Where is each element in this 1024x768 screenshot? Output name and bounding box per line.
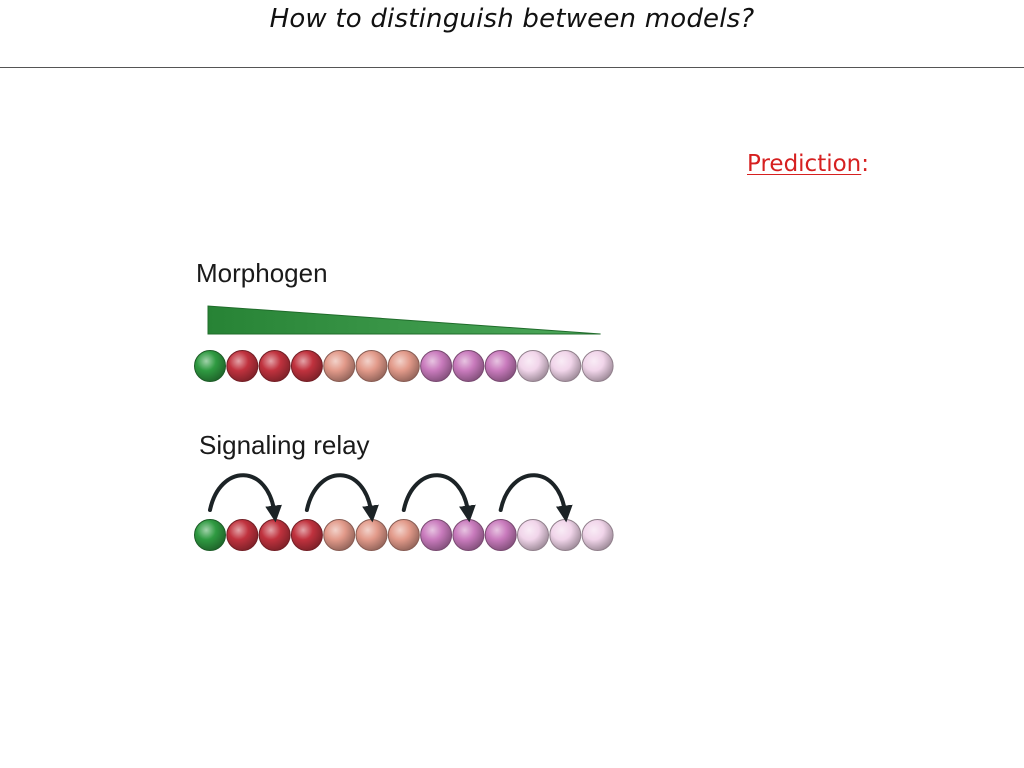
cell-violet	[484, 350, 517, 382]
relay-arrow	[208, 473, 282, 523]
cell-salmon	[387, 350, 420, 382]
cell-salmon	[355, 350, 388, 382]
cell-red	[226, 519, 259, 551]
cell-salmon	[323, 519, 356, 551]
relay-arrow	[304, 473, 379, 523]
signaling-relay-label: Signaling relay	[199, 430, 370, 460]
cell-salmon	[323, 350, 356, 382]
cell-violet	[484, 519, 517, 551]
slide-title: How to distinguish between models?	[269, 4, 755, 34]
cell-salmon	[387, 519, 420, 551]
relay-arrow	[498, 473, 573, 523]
prediction-label: Prediction	[747, 151, 862, 177]
cell-red	[258, 350, 291, 382]
morphogen-cell-row	[194, 350, 614, 382]
cell-green	[194, 519, 226, 551]
cell-red	[290, 519, 323, 551]
prediction-colon: :	[861, 151, 870, 177]
cell-pale-pink	[549, 350, 582, 382]
morphogen-gradient-wedge	[207, 305, 601, 335]
relay-arrow	[401, 473, 476, 523]
cell-violet	[420, 519, 453, 551]
cell-pale-pink	[517, 350, 549, 382]
cell-red	[290, 350, 323, 382]
cell-red	[258, 519, 291, 551]
cell-red	[226, 350, 259, 382]
title-divider	[0, 67, 1024, 68]
cell-pale-pink	[581, 350, 614, 382]
cell-pale-pink	[581, 519, 614, 551]
cell-violet	[452, 519, 485, 551]
relay-cell-row	[194, 519, 614, 551]
cell-pale-pink	[517, 519, 549, 551]
cell-salmon	[355, 519, 388, 551]
morphogen-label: Morphogen	[196, 258, 328, 288]
prediction-heading: Prediction:	[747, 151, 869, 177]
cell-violet	[420, 350, 453, 382]
cell-pale-pink	[549, 519, 582, 551]
cell-green	[194, 350, 226, 382]
cell-violet	[452, 350, 485, 382]
